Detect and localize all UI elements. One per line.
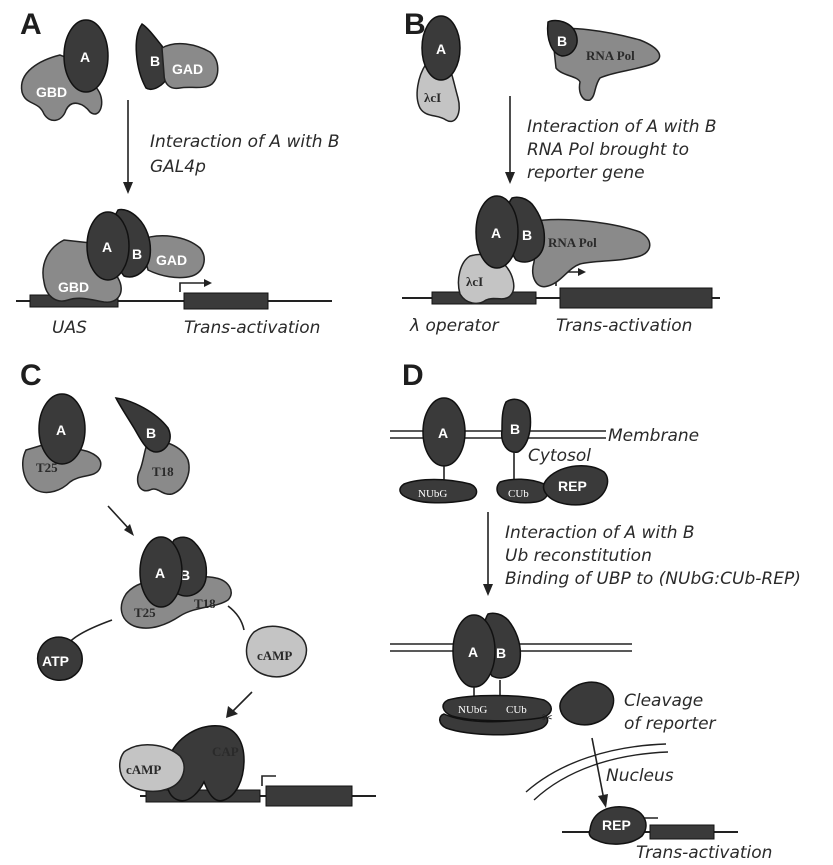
reporter-box-d bbox=[650, 825, 714, 839]
cytosol-label: Cytosol bbox=[528, 446, 591, 466]
t25-bound-label: T25 bbox=[134, 605, 156, 620]
protein-b-b-bound-label: B bbox=[522, 227, 532, 243]
protein-b-c-label: B bbox=[146, 425, 156, 441]
lambda-ci-label: λcI bbox=[424, 90, 441, 105]
panel-a: A GBD A B GAD Interaction of A with B GA… bbox=[16, 8, 340, 338]
caption-d-line2: Ub reconstitution bbox=[505, 546, 652, 566]
cap-site-box bbox=[146, 790, 260, 802]
rep-label: REP bbox=[558, 478, 587, 494]
reporter-box-a bbox=[184, 293, 268, 309]
cap-label: CAP bbox=[212, 744, 239, 759]
panel-c-letter: C bbox=[20, 359, 42, 392]
rna-pol-label: RNA Pol bbox=[586, 48, 635, 63]
arrowhead-b bbox=[505, 172, 515, 184]
panel-c: C T25 A T18 B T25 T18 B A ATP cAMP bbox=[20, 359, 376, 806]
cub-label: CUb bbox=[508, 488, 529, 500]
gbd-bound-label: GBD bbox=[58, 279, 89, 295]
protein-b-d-bound-label: B bbox=[496, 645, 506, 661]
nubg-bound-label: NUbG bbox=[458, 704, 487, 716]
panel-d-letter: D bbox=[402, 359, 424, 392]
rna-pol-bound bbox=[528, 220, 650, 287]
cleavage-line2: of reporter bbox=[624, 714, 717, 734]
caption-b-line2: RNA Pol brought to bbox=[527, 140, 689, 160]
gad-bound-label: GAD bbox=[156, 252, 187, 268]
t18-bound-label: T18 bbox=[194, 596, 216, 611]
rna-pol-bound-label: RNA Pol bbox=[548, 235, 597, 250]
promoter-arrow-c bbox=[262, 776, 276, 786]
cleavage-line1: Cleavage bbox=[624, 691, 703, 711]
protein-a-c-bound-label: A bbox=[155, 565, 165, 581]
promoter-arrowhead-a bbox=[204, 279, 212, 287]
protein-a-b-label: A bbox=[436, 41, 446, 57]
protein-a-b-bound-label: A bbox=[491, 225, 501, 241]
arrow-c2 bbox=[232, 692, 252, 712]
arrowhead-d1 bbox=[483, 584, 493, 596]
rep-bound-label: REP bbox=[602, 817, 631, 833]
protein-b-bound-label: B bbox=[132, 246, 142, 262]
protein-b-d-label: B bbox=[510, 421, 520, 437]
protein-a-d-label: A bbox=[438, 425, 448, 441]
rep-cleaved bbox=[560, 682, 614, 725]
caption-d-line1: Interaction of A with B bbox=[505, 523, 695, 543]
lambda-ci-bound-label: λcI bbox=[466, 274, 483, 289]
camp-bound-label: cAMP bbox=[126, 762, 161, 777]
t18-label: T18 bbox=[152, 464, 174, 479]
caption-d-line3: Binding of UBP to (NUbG:CUb-REP) bbox=[505, 569, 801, 589]
panel-b-letter: B bbox=[404, 8, 426, 41]
protein-b-c bbox=[116, 398, 170, 452]
camp-label: cAMP bbox=[257, 648, 292, 663]
protein-a-c-label: A bbox=[56, 422, 66, 438]
caption-b-line3: reporter gene bbox=[527, 163, 645, 183]
gbd-label: GBD bbox=[36, 84, 67, 100]
reporter-box-b bbox=[560, 288, 712, 308]
arrowhead-a bbox=[123, 182, 133, 194]
cub-bound-label: CUb bbox=[506, 704, 527, 716]
promoter-arrow-a bbox=[180, 283, 206, 292]
protein-a-bound-label: A bbox=[102, 239, 112, 255]
panel-b: B λcI A RNA Pol B Interaction of A with … bbox=[402, 8, 720, 336]
protein-a-label: A bbox=[80, 49, 90, 65]
atp-label: ATP bbox=[42, 653, 69, 669]
nucleus-label: Nucleus bbox=[606, 766, 674, 786]
transactivation-a: Trans-activation bbox=[184, 318, 320, 338]
transactivation-b: Trans-activation bbox=[556, 316, 692, 336]
operator-label: λ operator bbox=[409, 316, 500, 336]
caption-a-line2: GAL4p bbox=[150, 157, 206, 177]
protein-b-label: B bbox=[150, 53, 160, 69]
promoter-arrowhead-b bbox=[578, 268, 586, 276]
protein-b-b-label: B bbox=[557, 33, 567, 49]
panel-a-letter: A bbox=[20, 8, 42, 41]
nubg-label: NUbG bbox=[418, 488, 447, 500]
uas-label: UAS bbox=[52, 318, 87, 338]
atp-tether bbox=[68, 620, 112, 644]
scissors-icon: ✂ bbox=[542, 710, 553, 725]
transactivation-d: Trans-activation bbox=[636, 843, 772, 863]
panel-d: D Membrane Cytosol A NUbG B CUb REP Inte… bbox=[390, 359, 801, 863]
camp-tether bbox=[228, 606, 244, 630]
caption-a-line1: Interaction of A with B bbox=[150, 132, 340, 152]
gad-label: GAD bbox=[172, 61, 203, 77]
caption-b-line1: Interaction of A with B bbox=[527, 117, 717, 137]
arrowhead-d2 bbox=[598, 794, 608, 808]
arrow-d2 bbox=[592, 738, 604, 800]
reporter-box-c bbox=[266, 786, 352, 806]
arrow-c1 bbox=[108, 506, 130, 530]
protein-a-d-bound-label: A bbox=[468, 644, 478, 660]
membrane-label: Membrane bbox=[608, 426, 699, 446]
